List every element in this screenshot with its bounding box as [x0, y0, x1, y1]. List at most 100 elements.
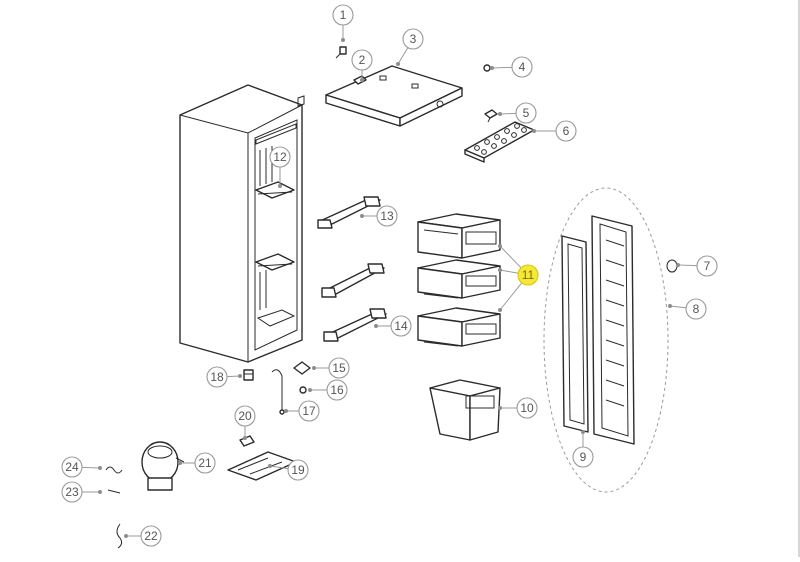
callout-number: 18 — [210, 370, 224, 384]
leader-dot-24 — [98, 466, 102, 470]
tube-part-22 — [116, 523, 123, 549]
leader-dot-6 — [532, 129, 536, 133]
callout-number: 23 — [65, 485, 79, 499]
leader-line-5 — [499, 112, 517, 115]
relay — [239, 435, 255, 447]
callout-24[interactable]: 24 — [61, 456, 83, 478]
leader-dot-11 — [498, 308, 502, 312]
ring-part — [666, 259, 678, 273]
leader-dot-16 — [308, 388, 312, 392]
callout-23[interactable]: 23 — [61, 481, 83, 503]
callout-number: 6 — [563, 124, 570, 138]
leader-dot-11 — [498, 268, 502, 272]
leader-line-18 — [226, 375, 241, 378]
shelf-rail-lower — [323, 308, 387, 342]
leader-dot-9 — [581, 430, 585, 434]
callout-6[interactable]: 6 — [555, 120, 577, 142]
callout-20[interactable]: 20 — [234, 405, 256, 427]
leader-line-8 — [669, 305, 687, 309]
callout-15[interactable]: 15 — [328, 357, 350, 379]
callout-number: 5 — [523, 106, 530, 120]
leader-dot-14 — [374, 324, 378, 328]
door-assembly-outline — [543, 187, 669, 493]
callout-5[interactable]: 5 — [515, 102, 537, 124]
leader-dot-1 — [341, 38, 345, 42]
callout-22[interactable]: 22 — [140, 525, 162, 547]
leader-dot-19 — [268, 464, 272, 468]
leader-dot-12 — [278, 184, 282, 188]
leader-dot-15 — [312, 366, 316, 370]
leader-line-3 — [397, 47, 409, 65]
callout-1[interactable]: 1 — [332, 4, 354, 26]
callout-3[interactable]: 3 — [402, 28, 424, 50]
cap-part — [483, 64, 491, 72]
door-panel — [591, 215, 635, 445]
callout-11[interactable]: 11 — [517, 264, 539, 286]
callout-18[interactable]: 18 — [206, 366, 228, 388]
callout-number: 12 — [273, 150, 287, 164]
callout-8[interactable]: 8 — [685, 298, 707, 320]
leader-lines — [81, 25, 698, 538]
leader-dot-7 — [676, 263, 680, 267]
callout-number: 9 — [580, 450, 587, 464]
callout-16[interactable]: 16 — [326, 379, 348, 401]
thermostat-knob — [243, 369, 254, 381]
callout-14[interactable]: 14 — [390, 315, 412, 337]
wire-part-24 — [105, 466, 123, 474]
door-gasket — [561, 235, 589, 433]
callout-number: 22 — [144, 529, 158, 543]
egg-tray — [464, 121, 535, 163]
callout-2[interactable]: 2 — [351, 49, 373, 71]
leader-dot-4 — [490, 66, 494, 70]
clip-part — [484, 109, 498, 123]
callout-7[interactable]: 7 — [696, 255, 718, 277]
lamp — [299, 386, 307, 394]
leader-dot-3 — [396, 62, 400, 66]
callout-number: 3 — [410, 32, 417, 46]
drawer-top — [417, 213, 501, 259]
leader-dot-13 — [360, 214, 364, 218]
leader-line-4 — [491, 66, 513, 69]
leader-dot-8 — [668, 304, 672, 308]
leader-dot-5 — [498, 112, 502, 116]
leader-dot-2 — [360, 78, 364, 82]
callout-21[interactable]: 21 — [194, 452, 216, 474]
compressor — [141, 441, 185, 491]
callout-17[interactable]: 17 — [298, 400, 320, 422]
callout-4[interactable]: 4 — [511, 56, 533, 78]
leader-dot-11 — [498, 244, 502, 248]
compressor-bracket — [227, 451, 297, 481]
sensor-wire — [271, 369, 285, 415]
callout-number: 19 — [291, 463, 305, 477]
leader-line-7 — [677, 264, 698, 267]
callout-number: 4 — [519, 60, 526, 74]
callout-13[interactable]: 13 — [376, 205, 398, 227]
callout-number: 15 — [332, 361, 346, 375]
callout-number: 21 — [198, 456, 212, 470]
scrollbar-edge — [798, 0, 800, 557]
drawer-middle — [417, 259, 501, 299]
screw-top — [335, 46, 347, 59]
callout-number: 13 — [380, 209, 394, 223]
leader-dot-18 — [238, 374, 242, 378]
callout-number: 17 — [302, 404, 316, 418]
leader-line-24 — [81, 466, 101, 469]
drawer-bottom — [417, 307, 501, 347]
top-cover — [325, 65, 463, 127]
refrigerator-cabinet — [179, 84, 305, 363]
callout-number: 2 — [359, 53, 366, 67]
callout-number: 24 — [65, 460, 79, 474]
callout-9[interactable]: 9 — [572, 446, 594, 468]
leader-dot-23 — [98, 490, 102, 494]
callout-10[interactable]: 10 — [516, 397, 538, 419]
callout-number: 10 — [520, 401, 534, 415]
shelf-rail-middle — [321, 263, 385, 298]
callout-19[interactable]: 19 — [287, 459, 309, 481]
callout-12[interactable]: 12 — [269, 146, 291, 168]
leader-dot-20 — [243, 436, 247, 440]
leader-dot-10 — [498, 406, 502, 410]
thermostat — [293, 361, 311, 375]
